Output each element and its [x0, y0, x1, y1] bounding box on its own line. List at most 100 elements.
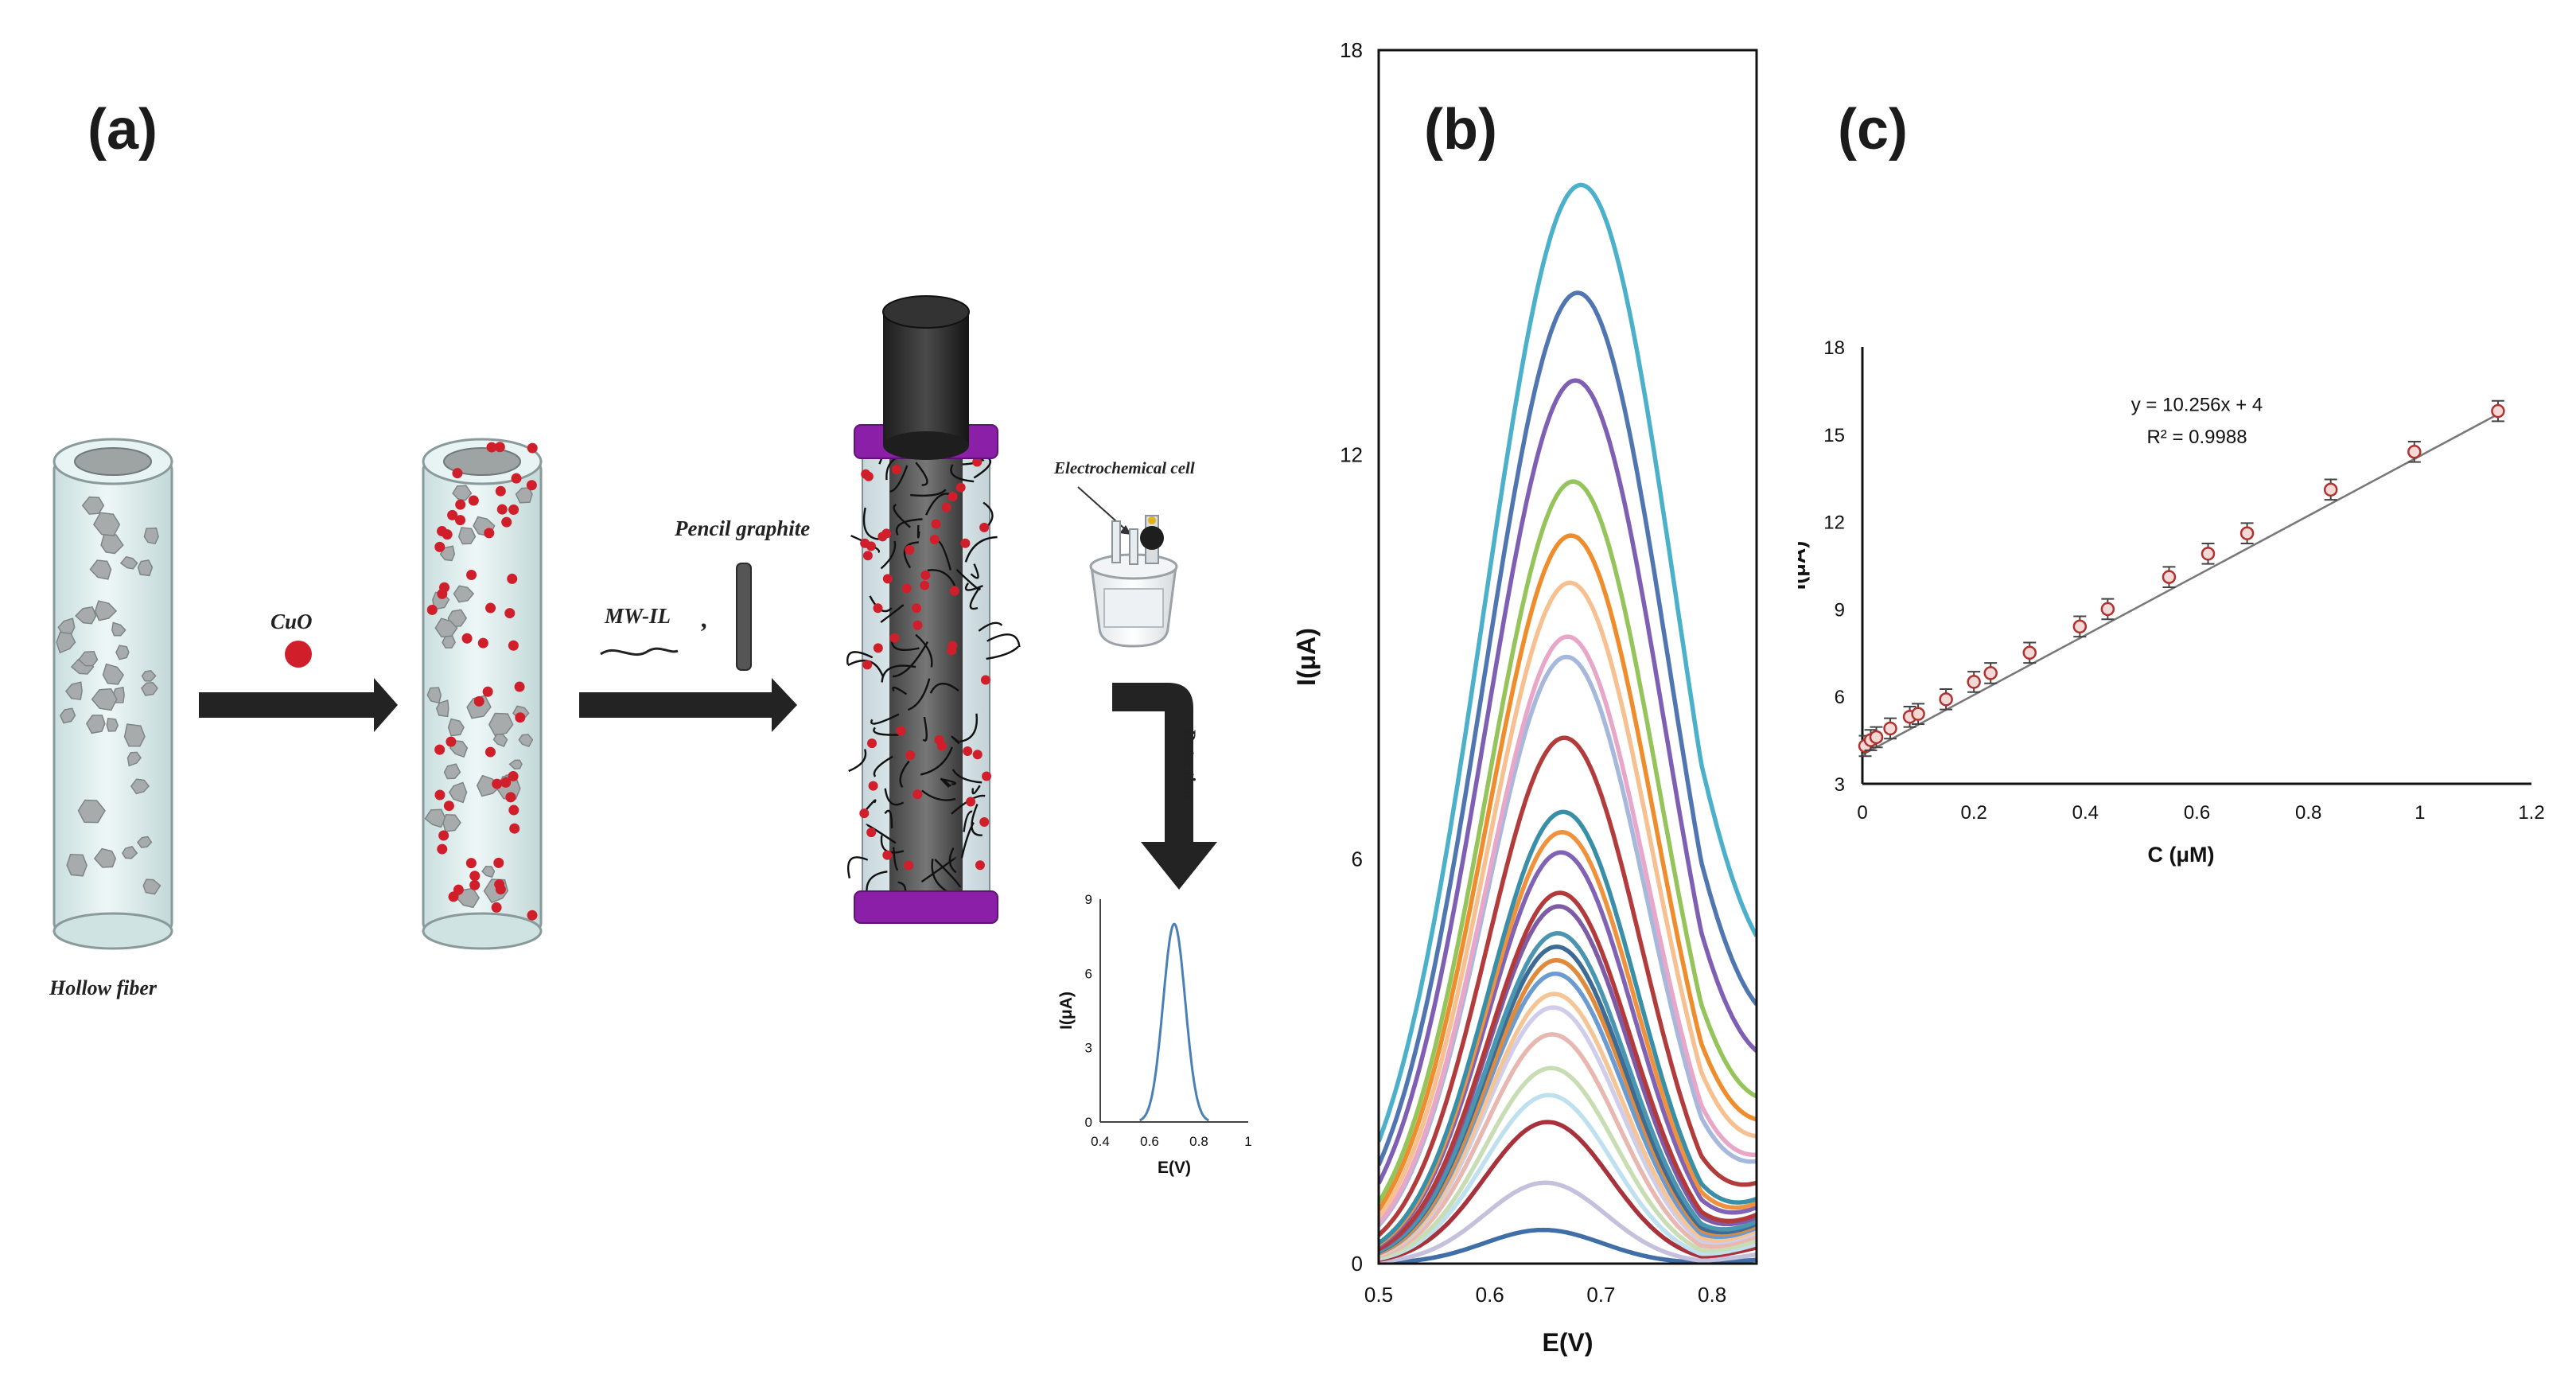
r-squared-value: R² = 0.9988 [2146, 427, 2247, 448]
cuo-nanoparticle [505, 792, 516, 803]
pore-shape [453, 585, 475, 603]
pore-shape [85, 715, 106, 734]
data-point [1869, 730, 1884, 745]
data-point [2323, 482, 2338, 497]
hollow-fiber [53, 438, 173, 950]
cuo-nanoparticle [873, 643, 883, 653]
pore-shape [111, 621, 126, 637]
mwil-strand [893, 847, 899, 871]
detection-label: Detection [1179, 727, 1199, 801]
voltammogram-curve [1379, 809, 1757, 1245]
x-tick-label-c: 0.6 [2184, 802, 2210, 824]
x-tick-label-c: 0.8 [2295, 802, 2321, 824]
cuo-nanoparticle [527, 442, 538, 454]
x-axis-label-b: E(V) [1543, 1328, 1593, 1357]
mwil-strand [921, 789, 956, 801]
cuo-nanoparticle [447, 509, 458, 520]
cuo-nanoparticle [469, 879, 481, 890]
cuo-nanoparticle [912, 620, 923, 630]
cuo-nanoparticle [455, 515, 466, 526]
pore-shape [89, 559, 112, 580]
voltammogram-curve [1379, 1180, 1757, 1264]
data-point [1939, 692, 1953, 707]
pore-shape [81, 496, 105, 515]
x-tick-label-c: 1.2 [2518, 802, 2544, 824]
voltammogram-curve [1379, 1032, 1757, 1259]
mwil-strand [915, 633, 933, 668]
pore-shape [443, 763, 461, 780]
cuo-nanoparticle [426, 604, 438, 615]
cuo-nanoparticle [508, 504, 519, 516]
mwil-strand [950, 464, 975, 483]
cuo-nanoparticle [937, 741, 948, 751]
pore-shape [123, 723, 146, 747]
cuo-nanoparticle [508, 804, 519, 816]
cuo-nanoparticle [527, 910, 538, 921]
data-point [2162, 570, 2177, 584]
cuo-nanoparticle [904, 860, 914, 871]
cuo-nanoparticle [966, 797, 976, 807]
y-tick-label-c: 3 [1835, 774, 1845, 796]
data-point [1983, 666, 1998, 680]
pore-shape [137, 559, 154, 577]
inset-y-tick: 9 [1085, 892, 1092, 907]
mwil-strand [971, 804, 983, 836]
cuo-nanoparticle [862, 551, 873, 561]
cuo-nanoparticle [963, 746, 973, 757]
mwil-strand [951, 735, 960, 745]
mwil-strand [963, 810, 973, 832]
cuo-particle-icon [285, 641, 312, 668]
pore-shape [141, 669, 157, 682]
arrow-1 [199, 678, 398, 732]
pore-shape [126, 751, 142, 767]
voltammogram-curve [1379, 479, 1757, 1204]
pore-shape [137, 836, 153, 848]
cuo-nanoparticle [882, 574, 893, 584]
cuo-nanoparticle [453, 884, 464, 895]
cuo-nanoparticle [979, 816, 990, 827]
pore-shape [122, 846, 138, 859]
cuo-nanoparticle [438, 830, 449, 841]
mwil-strand [934, 859, 961, 888]
cuo-nanoparticle [859, 808, 870, 819]
mwil-strand [880, 604, 905, 623]
mwil-strand [969, 587, 980, 610]
cuo-nanoparticle [515, 712, 526, 723]
pore-shape [492, 733, 508, 747]
cuo-nanoparticle [949, 586, 959, 596]
mwil-strand [955, 569, 981, 590]
data-point [1911, 707, 1925, 721]
x-tick-label-b: 0.8 [1698, 1283, 1726, 1307]
pore-shape [476, 774, 502, 797]
pore-shape [100, 534, 124, 555]
mwil-strand [891, 640, 920, 651]
voltammogram-curve [1379, 634, 1757, 1225]
voltammogram-curve [1379, 533, 1757, 1212]
cuo-modified-fiber [422, 438, 543, 950]
mwil-strand [862, 507, 879, 540]
mwil-strand [964, 536, 998, 563]
cuo-nanoparticle [508, 640, 519, 651]
inset-x-label: E(V) [1158, 1159, 1191, 1177]
voltammogram-curve [1379, 735, 1757, 1237]
cuo-nanoparticle [866, 828, 877, 838]
mwil-strand [959, 713, 978, 743]
pore-shape [140, 682, 158, 696]
arrow-2 [579, 678, 797, 732]
mwil-strand [971, 785, 981, 795]
cuo-nanoparticle [948, 641, 958, 651]
cuo-nanoparticle [867, 738, 877, 749]
mwil-strand [907, 678, 931, 711]
pore-shape [142, 878, 161, 895]
inset-x-tick: 0.6 [1140, 1134, 1159, 1149]
voltammogram-curve [1379, 1093, 1757, 1261]
regression-equation: y = 10.256x + 4 [2131, 395, 2263, 416]
pore-shape [77, 799, 106, 824]
pore-shape [448, 781, 468, 804]
inset-x-tick: 1 [1244, 1134, 1251, 1149]
cuo-nanoparticle [931, 519, 941, 529]
mwil-strand [889, 465, 909, 493]
pore-shape [56, 631, 76, 654]
